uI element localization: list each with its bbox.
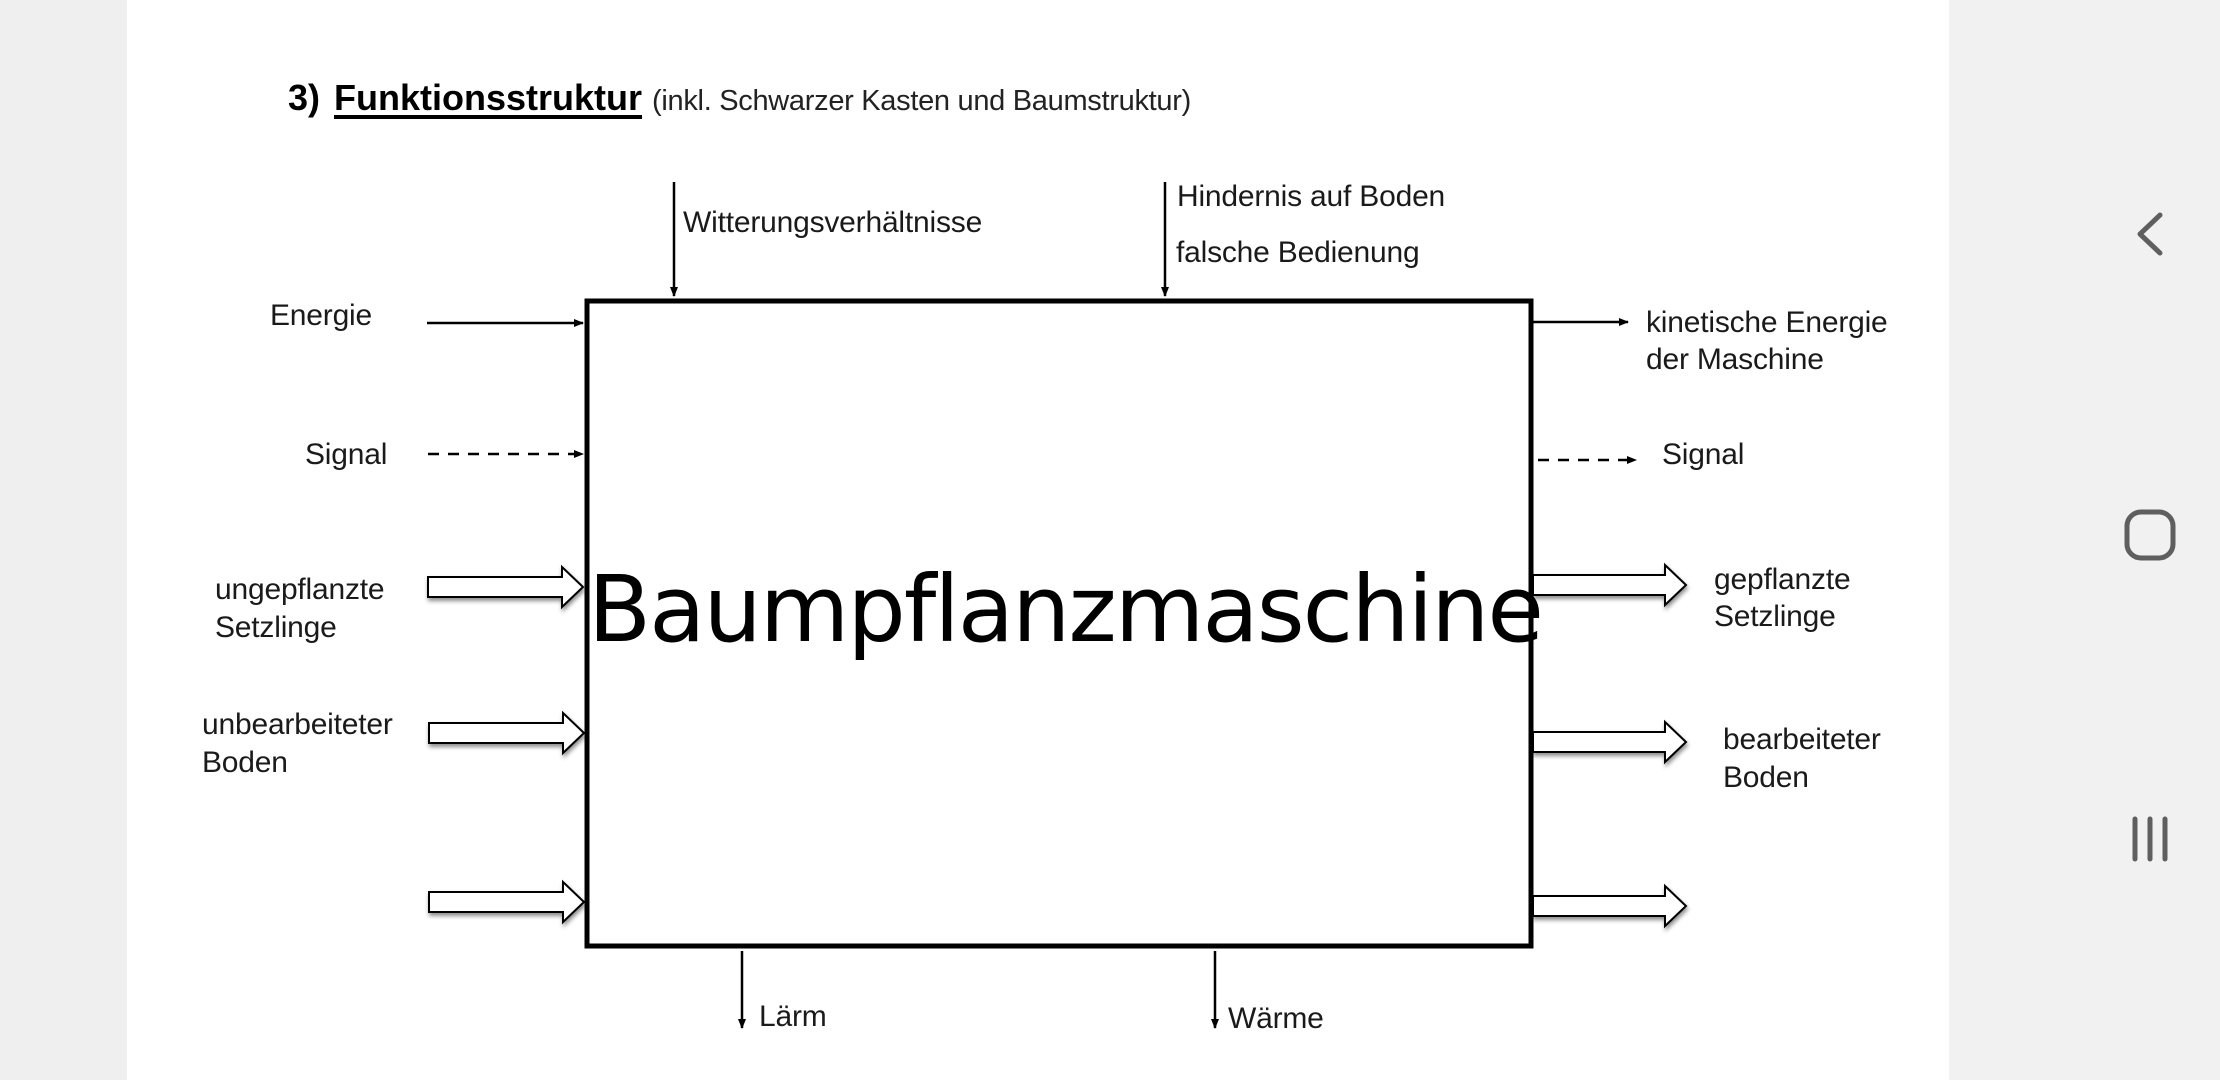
system-black-box: [584, 298, 1534, 949]
material-output-arrow-soil: [1532, 719, 1688, 765]
label-signal-in: Signal: [305, 438, 388, 471]
section-title: Funktionsstruktur: [334, 77, 643, 118]
label-obstacle: Hindernis auf Boden: [1177, 180, 1446, 213]
label-soil-in-1: unbearbeiteter: [202, 708, 393, 741]
label-noise: Lärm: [759, 1000, 827, 1033]
system-name: Baumpflanzmaschine: [588, 556, 1544, 663]
back-button[interactable]: [2115, 199, 2185, 269]
section-heading: 3) Funktionsstruktur (inkl. Schwarzer Kast…: [288, 74, 1191, 125]
label-kinetic-energy-2: der Maschine: [1646, 343, 1824, 376]
label-heat: Wärme: [1228, 1002, 1324, 1035]
label-weather: Witterungsverhältnisse: [683, 206, 983, 239]
label-soil-in-2: Boden: [202, 746, 288, 779]
label-soil-out-2: Boden: [1723, 761, 1809, 794]
label-seedlings-in-2: Setzlinge: [215, 611, 337, 644]
home-button[interactable]: [2115, 500, 2185, 570]
label-seedlings-in-1: ungepflanzte: [215, 573, 385, 606]
label-signal-out: Signal: [1662, 438, 1745, 471]
material-output-arrow-unlabeled: [1532, 883, 1688, 929]
home-rounded-square-icon: [2124, 509, 2176, 561]
section-number: 3): [288, 77, 321, 118]
material-input-arrow-soil: [428, 710, 586, 756]
material-output-arrow-seedlings: [1532, 562, 1688, 608]
section-subtitle: (inkl. Schwarzer Kasten und Baumstruktur…: [652, 85, 1191, 117]
label-wrong-operation: falsche Bedienung: [1176, 236, 1420, 269]
material-input-arrow-unlabeled: [428, 879, 586, 925]
chevron-left-icon: [2137, 212, 2163, 256]
recent-apps-bars-icon: [2132, 816, 2168, 862]
label-seedlings-out-1: gepflanzte: [1714, 563, 1851, 596]
label-energy-in: Energie: [270, 299, 373, 332]
label-kinetic-energy-1: kinetische Energie: [1646, 306, 1888, 339]
recent-apps-button[interactable]: [2115, 804, 2185, 874]
label-soil-out-1: bearbeiteter: [1723, 723, 1881, 756]
label-seedlings-out-2: Setzlinge: [1714, 600, 1836, 633]
material-input-arrow-seedlings: [427, 564, 585, 610]
